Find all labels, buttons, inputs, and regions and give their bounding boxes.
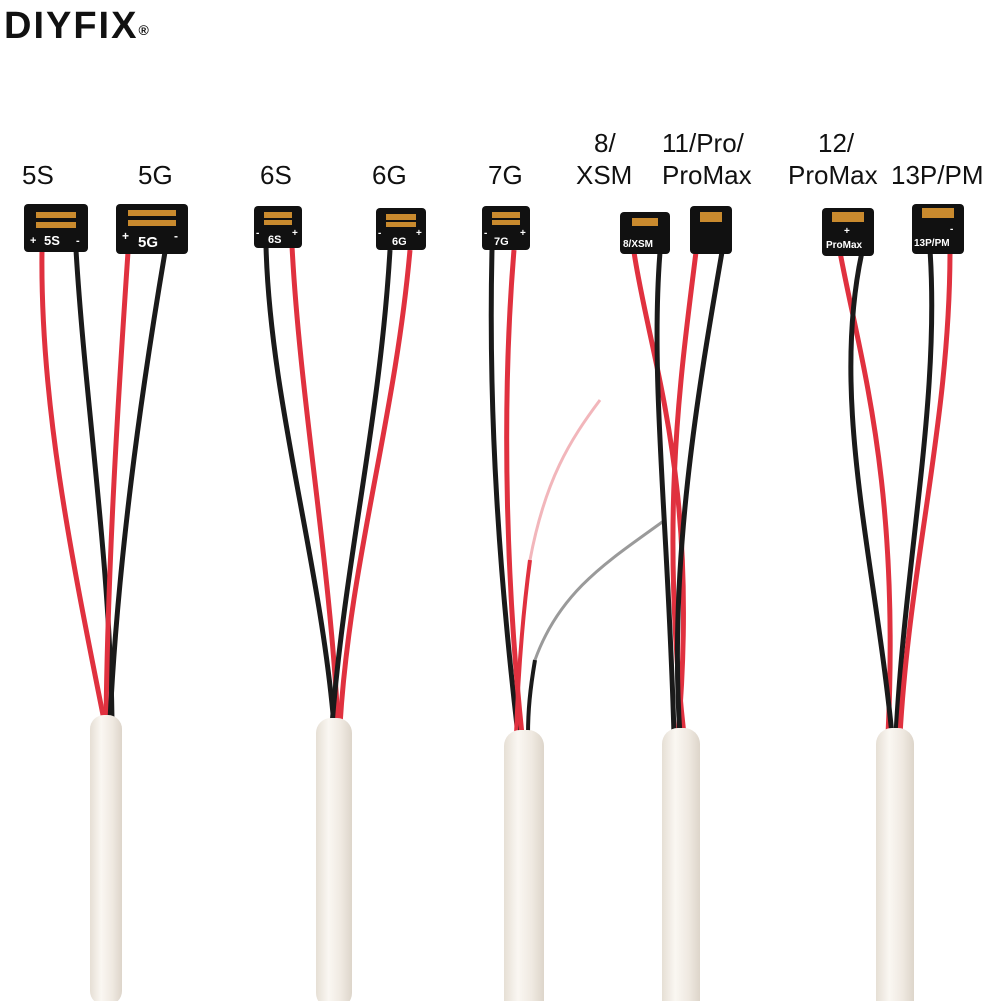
sleeve-4: [662, 728, 700, 1001]
chip-8xsm: 8/XSM: [620, 212, 670, 254]
wire-red-5g: [103, 251, 131, 721]
label-7g: 7G: [488, 160, 523, 190]
chip-label-6s: 6S: [268, 234, 281, 246]
label-5s: 5S: [22, 160, 54, 190]
svg-text:-: -: [174, 229, 178, 243]
label-6g: 6G: [372, 160, 407, 190]
stray-wire-red: [528, 399, 602, 561]
registered-mark: ®: [138, 22, 149, 38]
wire-black-7g-b: [526, 659, 537, 736]
cable-group-8-11: [631, 251, 725, 1001]
sleeve-1: [90, 715, 122, 1001]
label-8-line1: 8/: [594, 128, 616, 158]
chip-label-7g: 7G: [494, 236, 509, 248]
wire-black-11: [674, 251, 725, 736]
cable-group-5s-5g: [39, 249, 168, 1001]
cable-group-12-13: [837, 249, 953, 1001]
sleeve-2: [316, 718, 352, 1001]
chip-label-8xsm: 8/XSM: [623, 239, 653, 250]
chip-label-6g: 6G: [392, 236, 407, 248]
wire-black-5s: [73, 249, 115, 721]
wire-red-6s: [289, 245, 341, 726]
label-12-line2: ProMax: [788, 160, 878, 190]
chip-label-13ppm: 13P/PM: [914, 238, 950, 249]
svg-text:-: -: [256, 228, 259, 239]
chip-11promax: [690, 206, 732, 254]
wire-red-13: [897, 249, 953, 736]
label-11-line1: 11/Pro/: [662, 128, 744, 158]
svg-text:+: +: [292, 228, 298, 239]
wire-red-5s: [39, 249, 107, 721]
label-12-line1: 12/: [818, 128, 855, 158]
chip-6g: - 6G +: [376, 208, 426, 250]
wire-red-12: [837, 251, 893, 736]
svg-text:+: +: [416, 228, 422, 239]
svg-text:+: +: [844, 226, 850, 237]
wire-black-5g: [107, 251, 168, 721]
label-11-line2: ProMax: [662, 160, 752, 190]
chip-label-12promax: ProMax: [826, 240, 863, 251]
brand-logo: DIYFIX®: [4, 4, 149, 48]
sleeve-5: [876, 728, 914, 1001]
chip-12promax: + ProMax: [822, 208, 874, 256]
chip-5g: + 5G -: [116, 204, 188, 254]
svg-text:-: -: [484, 228, 487, 239]
svg-text:+: +: [30, 235, 36, 247]
brand-name: DIYFIX: [4, 5, 139, 47]
wire-red-7g: [504, 249, 525, 736]
label-8-line2: XSM: [576, 160, 633, 190]
chip-13ppm: - 13P/PM: [912, 204, 964, 254]
label-5g: 5G: [138, 160, 173, 190]
chip-label-5g: 5G: [138, 234, 158, 251]
cable-group-6s-6g: [263, 245, 413, 1001]
chip-6s: - 6S +: [254, 206, 302, 248]
wire-black-6s: [263, 245, 337, 726]
svg-text:-: -: [950, 224, 953, 235]
cable-group-7g: [488, 249, 544, 1001]
chip-7g: - 7G +: [482, 206, 530, 250]
stray-wire-black: [533, 518, 666, 661]
svg-text:-: -: [76, 235, 80, 247]
chip-label-5s: 5S: [44, 233, 60, 248]
wire-black-7g: [488, 249, 521, 736]
wire-black-8: [654, 251, 677, 736]
label-13: 13P/PM: [891, 160, 984, 190]
wire-black-6g: [329, 249, 393, 726]
label-6s: 6S: [260, 160, 292, 190]
wire-red-7g-b: [514, 559, 532, 736]
sleeve-3: [504, 730, 544, 1001]
svg-text:+: +: [122, 229, 129, 243]
svg-text:-: -: [378, 228, 381, 239]
wire-black-13: [893, 249, 935, 736]
wire-red-6g: [337, 249, 413, 726]
wire-red-8: [631, 251, 687, 736]
chip-5s: + 5S -: [24, 204, 88, 252]
wire-black-12: [848, 251, 895, 736]
svg-text:+: +: [520, 228, 526, 239]
